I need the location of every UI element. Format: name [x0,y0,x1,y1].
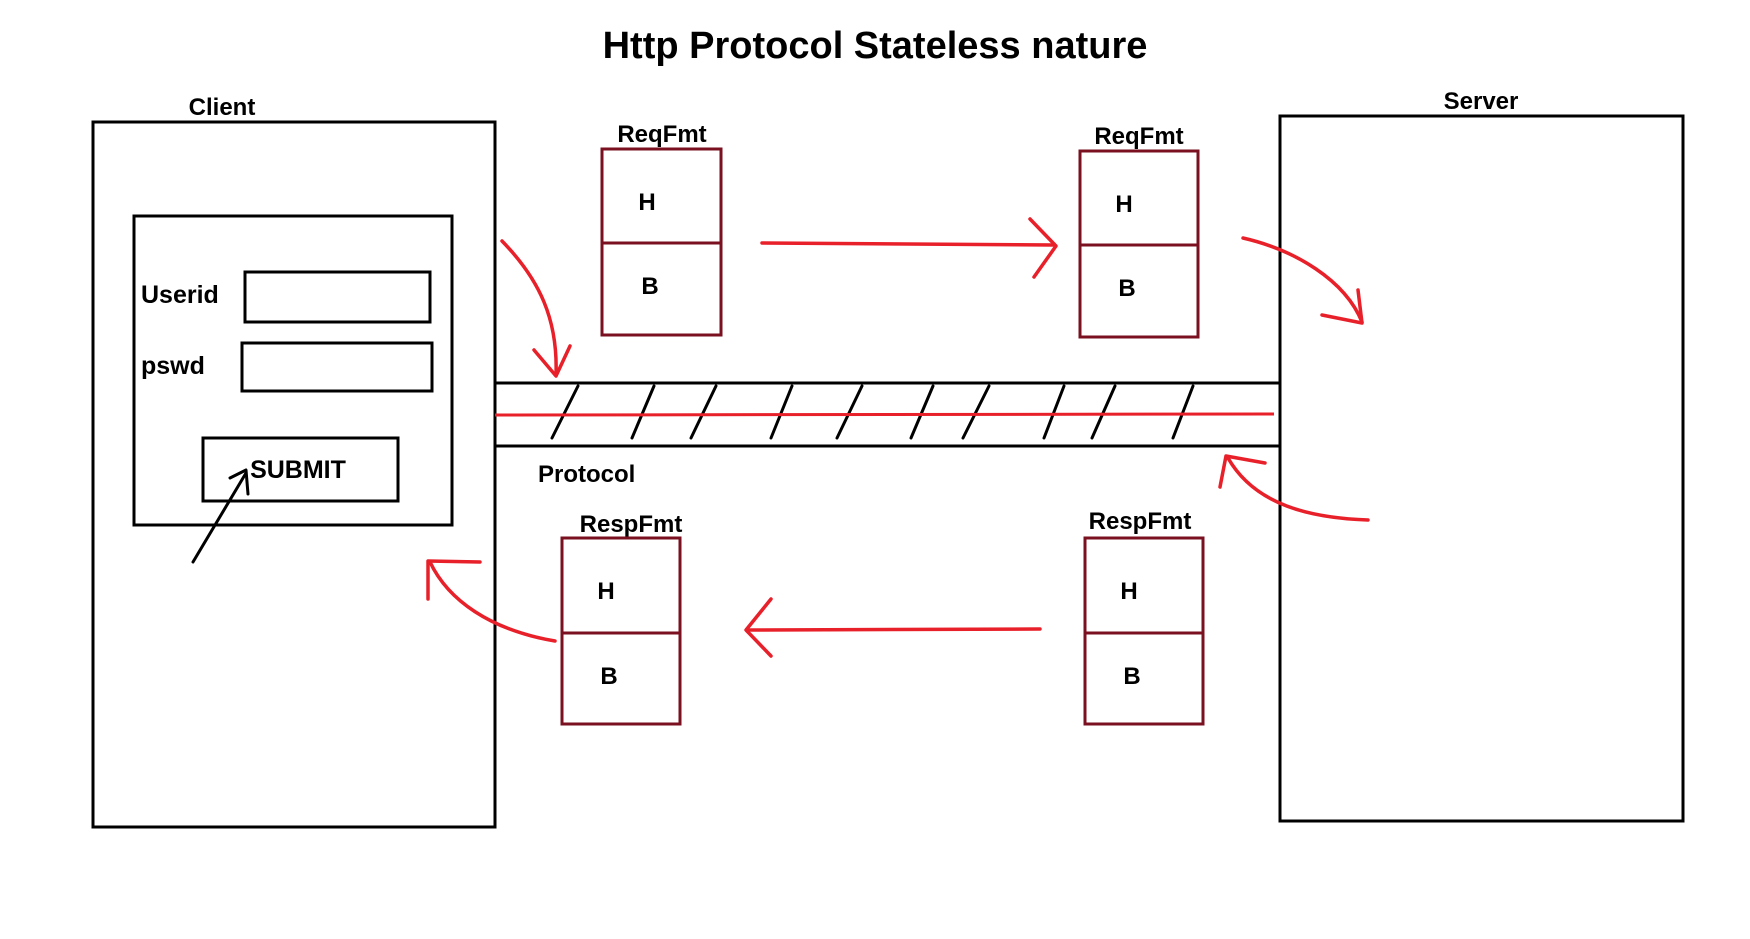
server-frame [1278,114,1685,823]
request-packet-right: ReqFmt H B [1078,123,1200,339]
request-packet-right-header: H [1115,191,1132,218]
server-box: Server [1278,88,1685,823]
request-packet-right-body: B [1118,275,1135,302]
protocol-connection-line [494,412,1275,417]
protocol-hatching [550,384,1195,440]
request-packet-left-header: H [638,189,655,216]
response-packet-left-frame [560,536,682,726]
response-packet-right-frame [1083,536,1205,726]
request-enter-arrow-icon [500,239,572,378]
client-frame [91,120,497,829]
protocol-label: Protocol [538,461,635,488]
pswd-field[interactable] [240,341,434,393]
submit-button[interactable]: SUBMIT [201,436,400,503]
protocol-pipe: Protocol [493,381,1282,488]
pswd-label: pswd [141,352,205,380]
submit-button-label[interactable]: SUBMIT [250,456,346,484]
request-packet-left: ReqFmt H B [600,121,723,337]
response-packet-left-body: B [600,663,617,690]
request-packet-left-body: B [641,273,658,300]
response-packet-left-label: RespFmt [580,511,683,538]
response-back-arrow-icon [744,597,1042,658]
response-packet-left: RespFmt H B [560,511,683,726]
response-packet-right: RespFmt H B [1083,508,1205,726]
response-packet-left-header: H [597,578,614,605]
request-forward-arrow-icon [760,217,1058,279]
client-box: Client Userid pswd SUBMIT [91,94,497,829]
cursor-arrow-icon [191,468,250,564]
request-packet-left-label: ReqFmt [617,121,706,148]
client-label: Client [189,94,256,121]
response-from-server-arrow-icon [1218,454,1370,522]
userid-field[interactable] [243,270,432,324]
login-form: Userid pswd SUBMIT [132,214,454,564]
response-packet-right-body: B [1123,663,1140,690]
login-form-frame [132,214,454,527]
response-packet-right-label: RespFmt [1089,508,1192,535]
server-label: Server [1444,88,1519,115]
diagram-title: Http Protocol Stateless nature [603,25,1148,67]
request-to-server-arrow-icon [1241,236,1364,325]
request-packet-right-label: ReqFmt [1094,123,1183,150]
response-to-client-arrow-icon [426,559,557,643]
response-packet-right-header: H [1120,578,1137,605]
userid-label: Userid [141,281,219,309]
